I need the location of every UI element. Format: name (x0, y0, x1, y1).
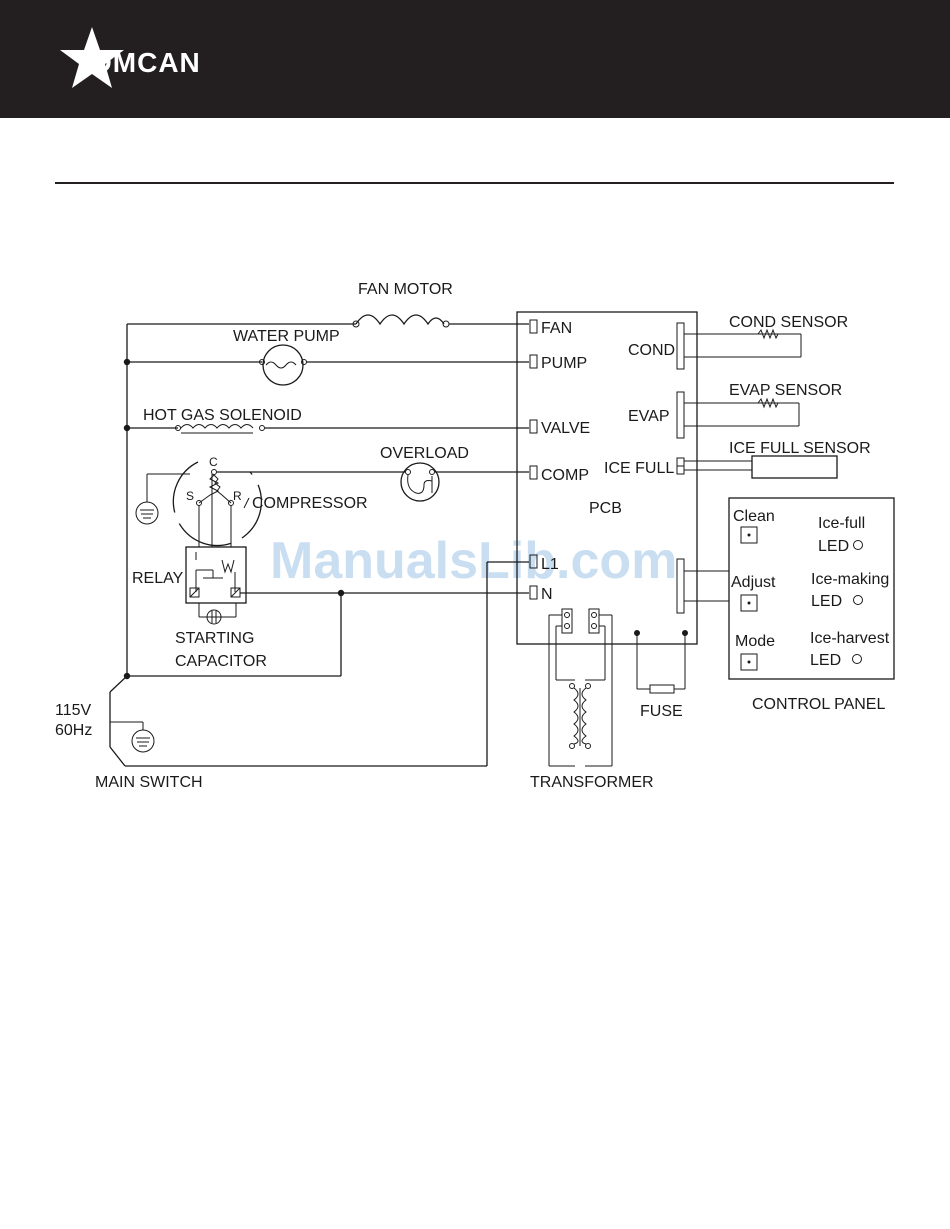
label-fuse: FUSE (640, 703, 683, 720)
led-label-ice-harvest: LED (810, 652, 841, 669)
clean-button[interactable] (740, 526, 758, 544)
hot-gas-solenoid: HOT GAS SOLENOID (127, 407, 529, 434)
led-name-ice-full: Ice-full (818, 515, 865, 532)
cond-sensor: COND SENSOR (684, 314, 848, 358)
label-hot-gas-solenoid: HOT GAS SOLENOID (143, 407, 302, 424)
relay: RELAY (132, 474, 247, 604)
pcb-label-pump: PUMP (541, 355, 587, 372)
starting-capacitor: STARTING CAPACITOR (175, 603, 267, 670)
label-transformer: TRANSFORMER (530, 774, 654, 791)
label-frequency: 60Hz (55, 722, 92, 739)
evap-sensor: EVAP SENSOR (684, 382, 842, 427)
pcb: FAN PUMP VALVE COMP L1 N COND EVAP ICE F… (516, 311, 698, 645)
overload: OVERLOAD (380, 445, 529, 502)
button-label-mode: Mode (735, 633, 775, 650)
ice-full-led (853, 540, 863, 550)
label-pcb: PCB (589, 500, 622, 517)
adjust-button[interactable] (740, 594, 758, 612)
terminal-n (529, 585, 538, 600)
control-panel: Clean Adjust Mode Ice-full LED Ice-makin… (728, 497, 895, 713)
label-r: R (233, 489, 242, 503)
connector-panel (676, 558, 685, 614)
omcan-logo: OMCAN (60, 27, 201, 88)
label-water-pump: WATER PUMP (233, 328, 340, 345)
label-main-switch: MAIN SWITCH (95, 774, 203, 791)
label-capacitor: CAPACITOR (175, 653, 267, 670)
led-name-ice-making: Ice-making (811, 571, 889, 588)
pcb-label-comp: COMP (541, 467, 589, 484)
button-label-adjust: Adjust (731, 574, 776, 591)
pcb-label-fan: FAN (541, 320, 572, 337)
terminal-l1 (529, 554, 538, 569)
compressor: C S R COMPRESSOR (135, 455, 406, 547)
pcb-label-valve: VALVE (541, 420, 590, 437)
water-pump: WATER PUMP (127, 328, 529, 386)
transformer: TRANSFORMER (530, 608, 654, 791)
label-relay: RELAY (132, 570, 184, 587)
ice-full-sensor: ICE FULL SENSOR (684, 440, 871, 479)
pcb-label-ice-full: ICE FULL (604, 460, 674, 477)
star-icon (60, 27, 124, 88)
horizontal-rule (55, 182, 894, 184)
label-fan-motor: FAN MOTOR (358, 281, 453, 298)
left-bus (123, 324, 131, 680)
connector-evap (676, 391, 685, 439)
label-c: C (209, 455, 218, 469)
terminal-comp (529, 465, 538, 480)
terminal-valve (529, 419, 538, 434)
connector-cond (676, 322, 685, 370)
fan-motor: FAN MOTOR (127, 281, 529, 328)
terminal-pump (529, 354, 538, 369)
pcb-label-l1: L1 (541, 556, 559, 573)
ice-harvest-led (852, 654, 862, 664)
neutral-line (127, 589, 529, 677)
page-header: OMCAN (0, 0, 950, 118)
label-evap-sensor: EVAP SENSOR (729, 382, 842, 399)
label-voltage: 115V (55, 702, 92, 719)
led-label-ice-making: LED (811, 593, 842, 610)
mode-button[interactable] (740, 653, 758, 671)
pcb-label-cond: COND (628, 342, 675, 359)
connector-ice-full-b (676, 465, 685, 475)
label-control-panel: CONTROL PANEL (752, 696, 885, 713)
label-compressor: COMPRESSOR (252, 495, 368, 512)
label-overload: OVERLOAD (380, 445, 469, 462)
main-switch: 115V 60Hz MAIN SWITCH (55, 561, 529, 791)
label-s: S (186, 489, 194, 503)
button-label-clean: Clean (733, 508, 775, 525)
fuse: FUSE (636, 633, 686, 720)
pcb-label-n: N (541, 586, 553, 603)
label-cond-sensor: COND SENSOR (729, 314, 848, 331)
pcb-label-evap: EVAP (628, 408, 670, 425)
led-name-ice-harvest: Ice-harvest (810, 630, 890, 647)
connector-ice-full-a (676, 457, 685, 467)
terminal-fan (529, 319, 538, 334)
brand-name: OMCAN (90, 47, 201, 78)
ice-making-led (853, 595, 863, 605)
label-starting: STARTING (175, 630, 254, 647)
led-label-ice-full: LED (818, 538, 849, 555)
label-ice-full-sensor: ICE FULL SENSOR (729, 440, 871, 457)
watermark: ManualsLib.com (270, 532, 677, 590)
